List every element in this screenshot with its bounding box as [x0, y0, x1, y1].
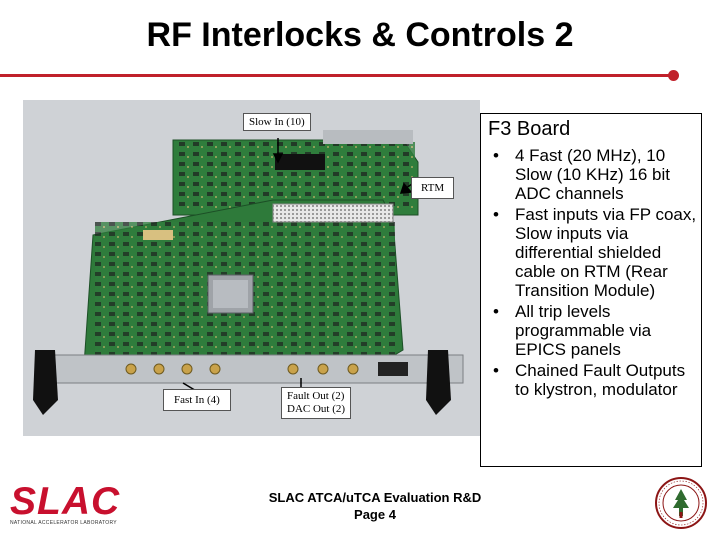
bullet-item: •All trip levels programmable via EPICS …: [493, 302, 652, 359]
footer-line-1: SLAC ATCA/uTCA Evaluation R&D: [268, 490, 482, 505]
bullet-icon: •: [493, 146, 499, 165]
fault-dac-out-label: Fault Out (2) DAC Out (2): [281, 387, 352, 419]
bullet-item: •Chained Fault Outputs to klystron, modu…: [493, 361, 686, 399]
title-underline: [0, 74, 672, 77]
slac-logo-subtitle: NATIONAL ACCELERATOR LABORATORY: [10, 520, 117, 526]
textbox-title: F3 Board: [488, 118, 571, 140]
slide-title: RF Interlocks & Controls 2: [146, 16, 574, 54]
bullet-icon: •: [493, 205, 499, 224]
slac-logo: SLAC NATIONAL ACCELERATOR LABORATORY: [10, 480, 135, 530]
fault-out-label: Fault Out (2): [287, 390, 345, 402]
title-underline-dot: [668, 70, 679, 81]
bullet-list: •4 Fast (20 MHz), 10 Slow (10 KHz) 16 bi…: [487, 146, 699, 401]
stanford-seal-icon: [655, 477, 707, 529]
rtm-label: RTM: [411, 177, 455, 199]
fast-in-label: Fast In (4): [163, 389, 231, 411]
f3-board-description-box: F3 Board •4 Fast (20 MHz), 10 Slow (10 K…: [480, 113, 702, 467]
footer-page-number: Page 4: [354, 507, 396, 522]
bullet-item: •Fast inputs via FP coax, Slow inputs vi…: [493, 205, 697, 300]
slac-logo-text: SLAC: [10, 480, 121, 523]
bullet-icon: •: [493, 302, 499, 321]
footer-caption: SLAC ATCA/uTCA Evaluation R&D Page 4: [230, 489, 520, 523]
board-illustration: [23, 100, 480, 436]
bullet-item: •4 Fast (20 MHz), 10 Slow (10 KHz) 16 bi…: [493, 146, 670, 203]
bullet-icon: •: [493, 361, 499, 380]
f3-board-photo: Slow In (10) RTM Fast In (4) Fault Out (…: [23, 100, 480, 436]
slow-in-label: Slow In (10): [243, 113, 311, 131]
dac-out-label: DAC Out (2): [287, 403, 346, 415]
